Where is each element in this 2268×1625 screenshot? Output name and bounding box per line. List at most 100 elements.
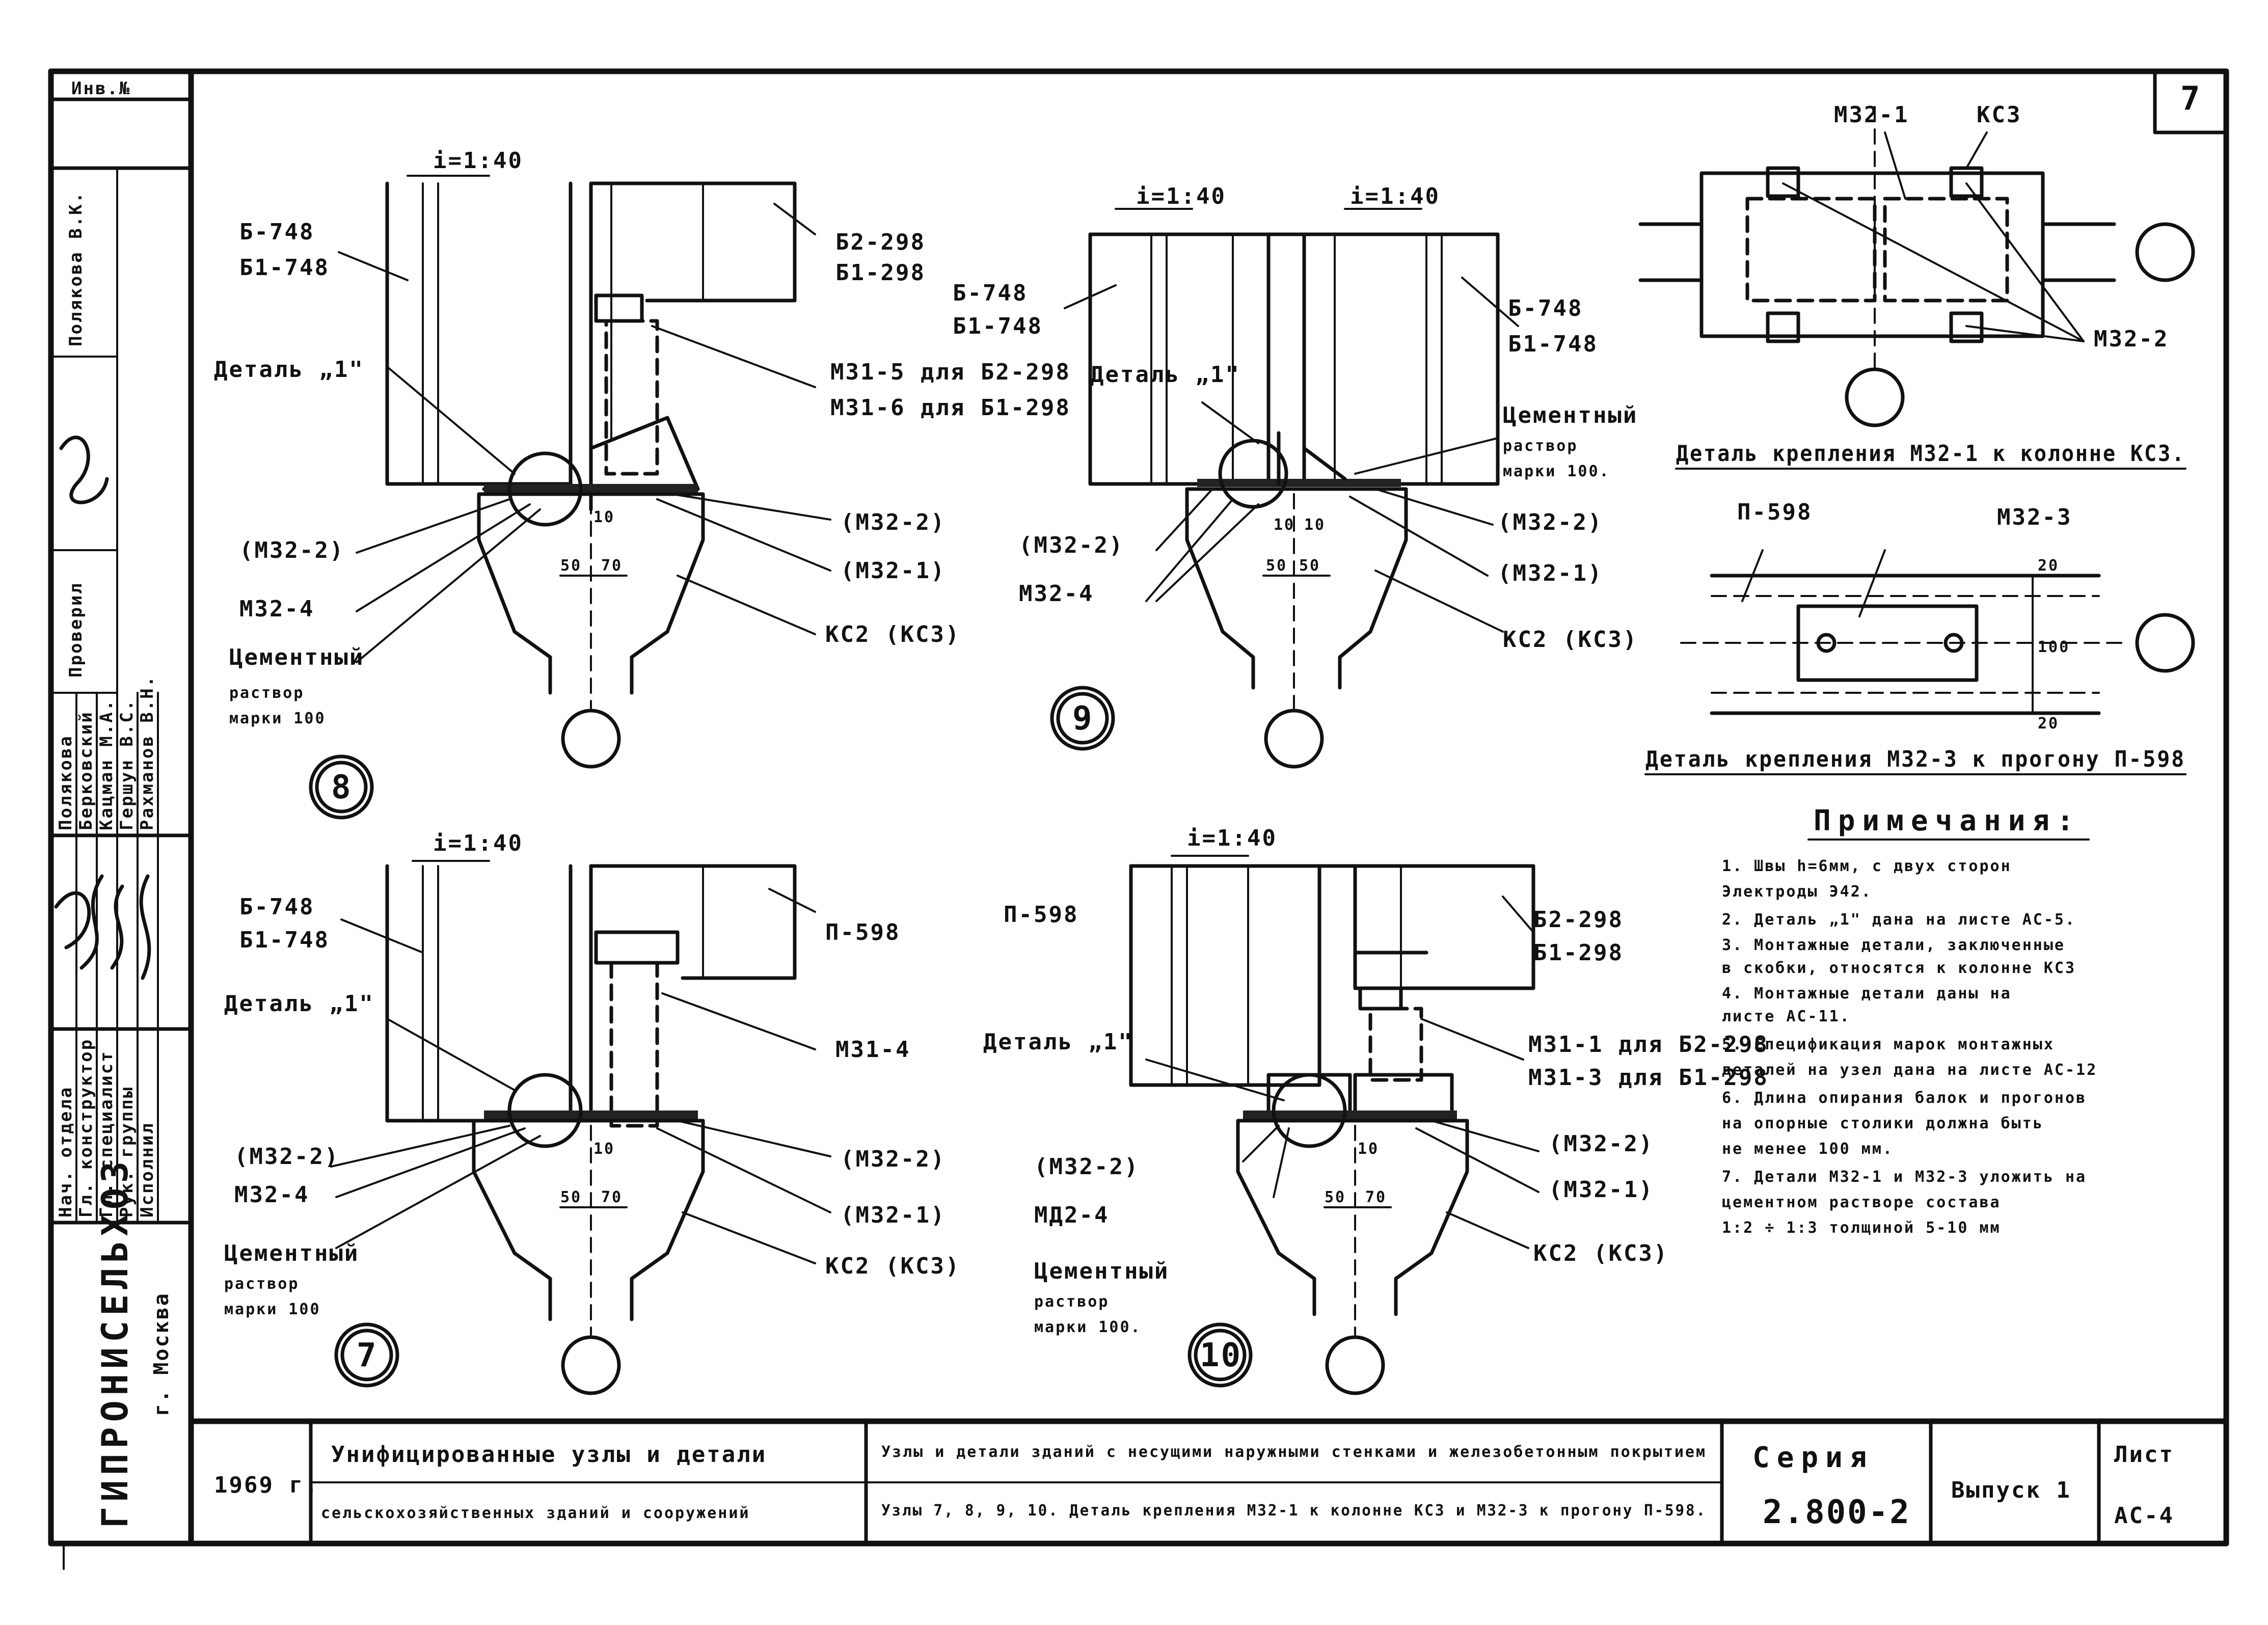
node-8-beam-right-alt: Б1-298 [835, 260, 926, 286]
node-8-number: 8 [331, 769, 353, 806]
node-9-dim-50a: 50 [1266, 557, 1287, 575]
note-line: 5. Спецификация марок монтажных [1722, 1036, 2055, 1053]
title-block [188, 1418, 2229, 1546]
node-9-beam-left-alt: Б1-748 [953, 313, 1043, 339]
node-8-dim-10: 10 [593, 508, 615, 526]
stamp-checked: Проверил [66, 582, 86, 678]
series-value: 2.800-2 [1763, 1494, 1911, 1531]
node-10-mortar-2: раствор [1034, 1293, 1109, 1311]
node-9-md22-left: (МЗ2-2) [1019, 532, 1124, 558]
node-8-md22-left: (МЗ2-2) [239, 537, 344, 563]
note-line: в скобки, относятся к колонне КС3 [1722, 959, 2076, 977]
series-label: Серия [1752, 1441, 1874, 1474]
node-7-beam-left: Б-748 [239, 894, 314, 920]
title-middle-bottom: Узлы 7, 8, 9, 10. Деталь крепления МЗ2-1… [881, 1502, 1707, 1520]
node-10-md24: МД2-4 [1034, 1202, 1109, 1228]
note-line: на опорные столики должна быть [1722, 1115, 2044, 1132]
node-10-md-bottom: МЗ1-3 для Б1-298 [1528, 1065, 1769, 1091]
node-9-dim-10a: 10 [1274, 516, 1295, 534]
stamp-inv: Инв.№ [71, 78, 131, 99]
node-9-drawing [1050, 208, 1519, 769]
node-8-md22-right: (МЗ2-2) [841, 509, 946, 535]
note-line: 3. Монтажные детали, заключенные [1722, 936, 2065, 954]
node-10-mortar-1: Цементный [1034, 1258, 1169, 1284]
left-stamp [49, 97, 193, 1225]
node-8-md-top: МЗ1-5 для Б2-298 [830, 359, 1071, 385]
staff-role-2: Гл. конструктор [76, 1038, 96, 1217]
node-10-md22-right: (МЗ2-2) [1549, 1131, 1654, 1157]
node-7-dim-70: 70 [601, 1188, 623, 1206]
organization-name: ГИПРОНИСЕЛЬХОЗ [94, 1156, 136, 1528]
node-9-slope-right: i=1:40 [1350, 183, 1440, 209]
node-9-md21: (МЗ2-1) [1498, 560, 1603, 586]
note-line: не менее 100 мм. [1722, 1140, 1894, 1158]
node-8-beam-right: Б2-298 [835, 229, 926, 255]
node-9-dim-50b: 50 [1299, 557, 1320, 575]
node-10-dim-50: 50 [1325, 1188, 1346, 1206]
node-8-md21: (МЗ2-1) [841, 558, 946, 584]
node-7-md22-right: (МЗ2-2) [841, 1146, 946, 1172]
node-10-dim-70: 70 [1365, 1188, 1387, 1206]
node-10-number: 10 [1200, 1337, 1242, 1374]
node-7-md-top: МЗ1-4 [835, 1037, 910, 1063]
node-9-md24: МЗ2-4 [1019, 581, 1094, 607]
staff-name-2: Берковский [76, 711, 96, 830]
node-10-column: КС2 (КС3) [1533, 1240, 1668, 1266]
note-line: 1. Швы h=6мм, с двух сторон [1722, 857, 2012, 875]
detail-md23-label-beam: П-598 [1737, 499, 1812, 525]
notes-list: 1. Швы h=6мм, с двух сторон Электроды Э4… [1722, 857, 2096, 1237]
note-line: листе АС-11. [1722, 1008, 1851, 1025]
notes-title: Примечания: [1814, 804, 2081, 837]
staff-name-5: Рахманов В.Н. [137, 675, 157, 830]
node-10-beam-right: Б2-298 [1533, 907, 1624, 933]
detail-md23-drawing [1680, 549, 2195, 715]
node-9-detail: Деталь „1" [1090, 362, 1240, 388]
year: 1969 г. [214, 1472, 319, 1498]
node-10-dim-10: 10 [1358, 1140, 1379, 1158]
node-7-slope: i=1:40 [433, 830, 523, 856]
node-8-slope: i=1:40 [433, 148, 523, 174]
stamp-polyakova: Полякова В.К. [66, 191, 86, 346]
node-8-mortar-3: марки 100 [229, 710, 326, 727]
node-7-drawing [330, 860, 831, 1395]
detail-md21-drawing [1638, 106, 2195, 427]
node-8-dim-50: 50 [560, 557, 582, 575]
node-8-dim-70: 70 [601, 557, 623, 575]
node-8-drawing [309, 175, 831, 820]
detail-md21-label-md22: МЗ2-2 [2094, 326, 2169, 352]
node-7-mortar-1: Цементный [224, 1240, 359, 1266]
note-line: 6. Длина опирания балок и прогонов [1722, 1089, 2087, 1107]
node-10-md22-left: (МЗ2-2) [1034, 1154, 1139, 1180]
node-8-detail: Деталь „1" [214, 357, 364, 383]
node-10-md-top: МЗ1-1 для Б2-298 [1528, 1032, 1769, 1058]
node-10-beam-right-alt: Б1-298 [1533, 940, 1624, 966]
node-7-mortar-3: марки 100 [224, 1301, 321, 1318]
node-9-mortar-1: Цементный [1503, 402, 1638, 428]
node-9-mortar-3: марки 100. [1503, 463, 1610, 480]
node-9-dim-10b: 10 [1304, 516, 1326, 534]
title-left-bottom: сельскохозяйственных зданий и сооружений [321, 1504, 750, 1522]
note-line: 2. Деталь „1" дана на листе АС-5. [1722, 911, 2076, 929]
detail-md21-label-column: КС3 [1977, 102, 2021, 128]
node-7-detail: Деталь „1" [224, 991, 374, 1017]
staff-role-5: Исполнил [137, 1122, 157, 1217]
node-7-number: 7 [357, 1337, 378, 1374]
node-8-column: КС2 (КС3) [825, 621, 960, 647]
node-9-beam-right-alt: Б1-748 [1508, 331, 1598, 357]
node-9-number: 9 [1072, 700, 1094, 738]
detail-md23-dim-20-top: 20 [2038, 557, 2059, 575]
staff-name-3: Кацман М.А. [96, 699, 117, 830]
node-7-dim-10: 10 [593, 1140, 615, 1158]
node-10-drawing [1129, 855, 1540, 1395]
title-middle-top: Узлы и детали зданий с несущими наружным… [881, 1443, 1707, 1461]
node-8-beam-left-alt: Б1-748 [239, 255, 330, 281]
node-8-mortar-1: Цементный [229, 644, 364, 670]
node-7-beam-right: П-598 [825, 919, 900, 945]
note-line: 7. Детали МЗ2-1 и МЗ2-3 уложить на [1722, 1168, 2087, 1186]
sheet-number: 7 [2180, 80, 2202, 118]
detail-md23-dim-20-bottom: 20 [2038, 715, 2059, 733]
staff-role-3: Гл. специалист [96, 1050, 117, 1217]
sheet-value: АС-4 [2114, 1503, 2174, 1529]
node-7-md21: (МЗ2-1) [841, 1202, 946, 1228]
